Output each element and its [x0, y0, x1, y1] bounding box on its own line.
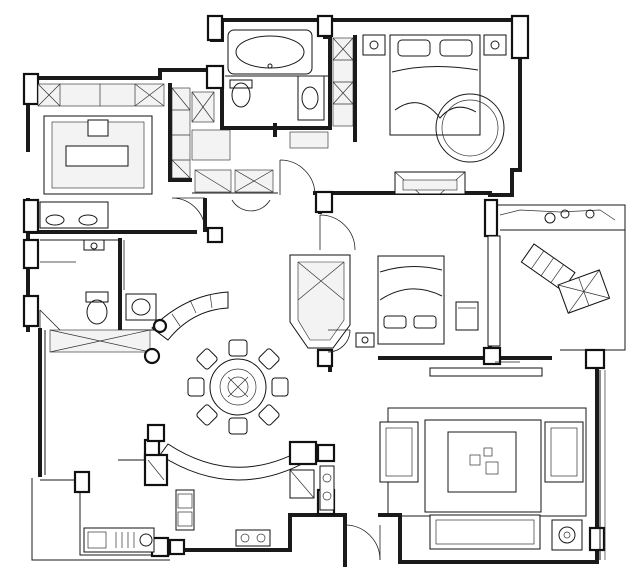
guest-bathroom	[39, 239, 157, 353]
master-closet	[332, 37, 354, 127]
guest-bedroom	[289, 214, 501, 349]
doors	[123, 240, 520, 363]
master-bedroom	[362, 34, 507, 195]
study	[37, 83, 206, 231]
balcony	[499, 209, 625, 314]
master-bathroom	[225, 29, 328, 121]
entrance	[344, 524, 381, 561]
dining-room	[143, 291, 319, 487]
living-room	[379, 367, 606, 560]
walk-in-closet	[191, 91, 329, 212]
kitchen	[83, 459, 335, 553]
